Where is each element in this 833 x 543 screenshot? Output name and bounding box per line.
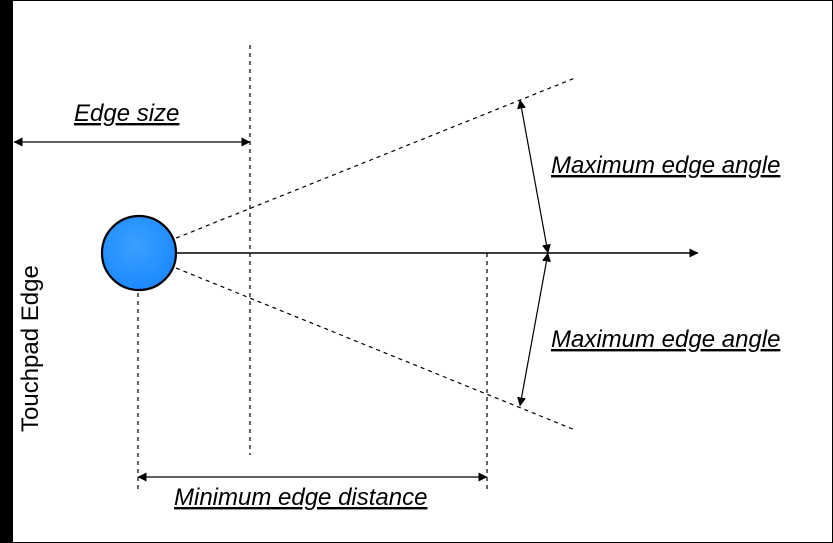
touchpad-edge-bar <box>0 0 13 543</box>
touchpad-edge-label: Touchpad Edge <box>17 265 44 432</box>
max-angle-bottom-label: Maximum edge angle <box>551 326 780 353</box>
max-angle-upper-boundary <box>138 77 576 254</box>
touch-point <box>100 214 178 292</box>
max-angle-top-arrow <box>517 99 551 254</box>
max-angle-top-label: Maximum edge angle <box>551 152 780 179</box>
edge-size-label: Edge size <box>74 100 179 127</box>
max-angle-bottom-arrow <box>517 252 551 407</box>
min-distance-label: Minimum edge distance <box>174 484 427 511</box>
max-angle-lower-boundary <box>138 252 576 431</box>
